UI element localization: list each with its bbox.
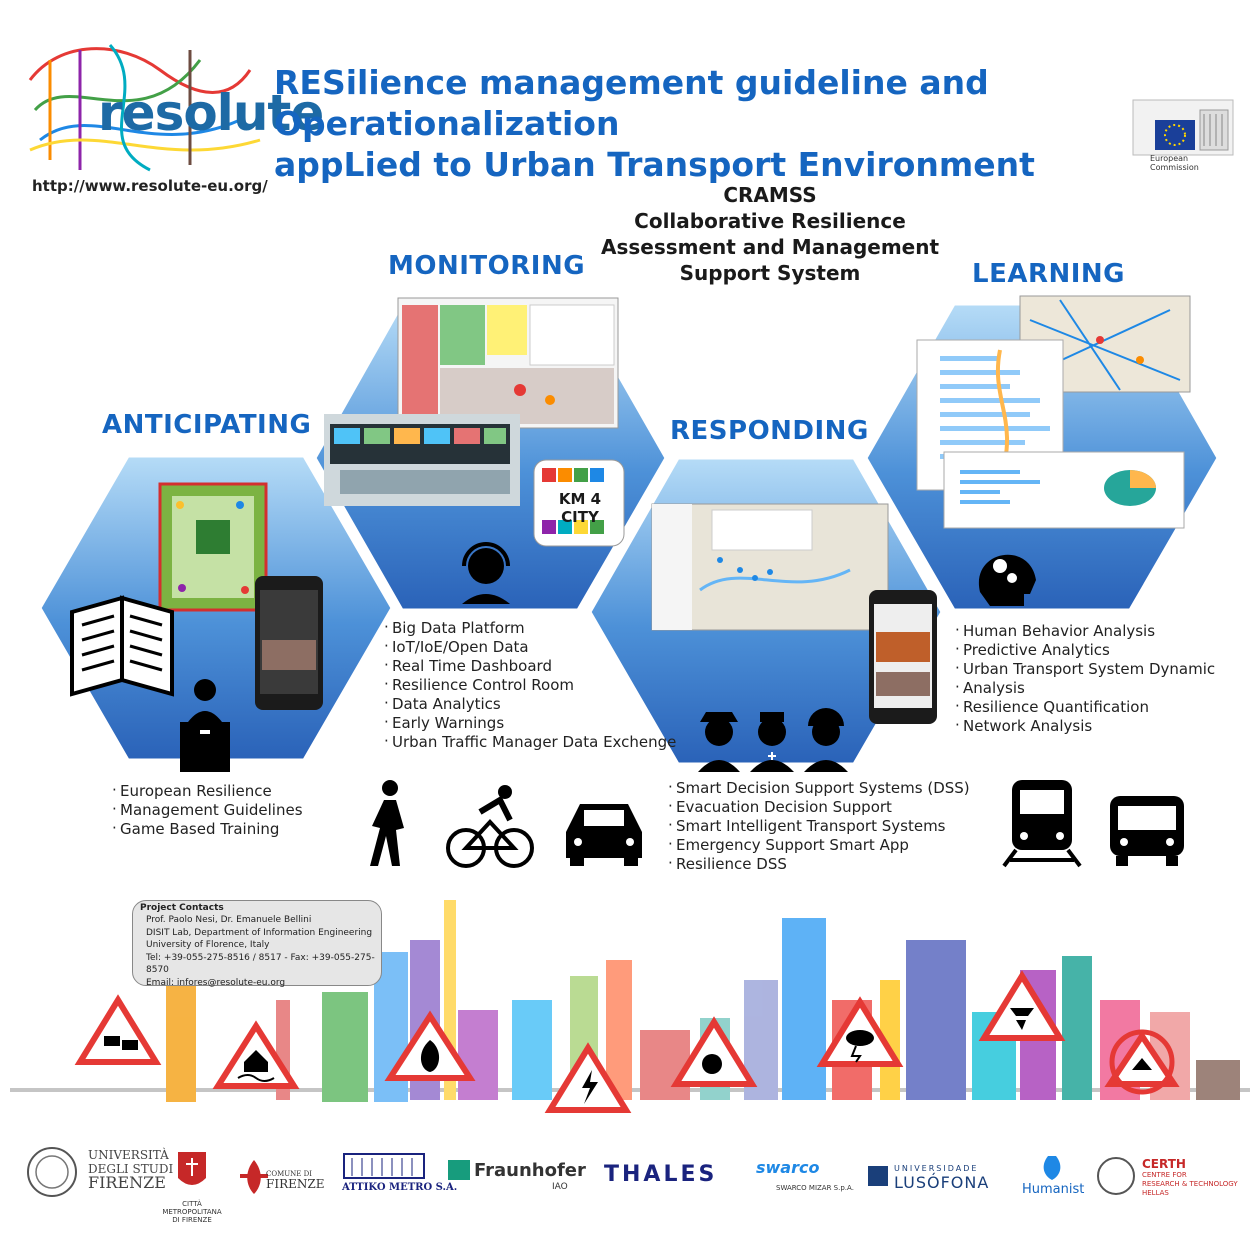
list-item: Data Analytics [384,694,676,714]
train-icon [1002,780,1082,868]
citta-metropolitana-crest-icon [178,1152,206,1185]
monitoring-bullets: Big Data Platform IoT/IoE/Open Data Real… [384,618,676,752]
heading-responding: RESPONDING [670,416,869,446]
fraunhofer-mark-icon [448,1160,470,1180]
heading-learning: LEARNING [972,259,1126,289]
list-item: Evacuation Decision Support [668,797,970,817]
list-item: Resilience DSS [668,854,970,874]
board-game-image [158,482,268,612]
european-commission-label: European Commission [1150,154,1199,172]
list-item: Real Time Dashboard [384,656,676,676]
page-title: RESilience management guideline and Oper… [274,62,1234,185]
website-url-link[interactable]: http://www.resolute-eu.org/ [32,177,268,195]
responding-bullets: Smart Decision Support Systems (DSS) Eva… [668,778,970,874]
list-item: Resilience Control Room [384,675,676,695]
sponsor-thales: THALES [604,1162,718,1187]
project-contacts-title: Project Contacts [140,903,224,913]
km4city-badge-label: KM 4 CITY [558,490,602,526]
european-commission-logo-icon [1132,99,1234,156]
police-officer-icon [698,712,740,772]
sponsor-citta-metropolitana: CITTÀ METROPOLITANA DI FIRENZE [162,1200,222,1224]
sponsor-unifi: UNIVERSITÀ DEGLI STUDI FIRENZE [88,1148,174,1192]
sponsor-fraunhofer-iao: IAO [552,1182,568,1192]
attiko-metro-building-icon [343,1153,425,1179]
list-item: Early Warnings [384,713,676,733]
list-item: Predictive Analytics [955,640,1215,660]
speaker-podium-icon [180,679,230,772]
sponsor-comune-firenze: COMUNE DI FIRENZE [266,1170,325,1191]
bicycle-icon [446,785,534,868]
list-item: Urban Transport System Dynamic [955,659,1215,679]
phone-image-anticipating [255,576,323,710]
map-screenshot-image [651,503,889,631]
sponsor-certh: CERTH CENTRE FOR RESEARCH & TECHNOLOGY H… [1142,1157,1238,1198]
title-line-1: RESilience management guideline and Oper… [274,63,989,143]
logo-metro-lines-icon [28,44,261,172]
sponsor-fraunhofer: Fraunhofer [474,1160,586,1181]
project-contacts-lines: Prof. Paolo Nesi, Dr. Emanuele Bellini D… [146,914,386,989]
resolute-logo: resolute [98,84,324,142]
list-item: Management Guidelines [112,800,303,820]
list-item: Game Based Training [112,819,303,839]
sponsor-lusofona: UNIVERSIDADE LUSÓFONA [894,1164,990,1192]
learning-bullets: Human Behavior Analysis Predictive Analy… [955,621,1215,736]
control-room-image [324,414,520,506]
tornado-warning-icon [978,970,1066,1041]
certh-seal-icon [1097,1157,1135,1195]
sponsor-swarco-mizar: SWARCO MIZAR S.p.A. [776,1184,854,1192]
sponsor-swarco: swarco [756,1158,820,1177]
list-item: Big Data Platform [384,618,676,638]
pedestrian-icon [370,780,404,866]
car-icon [566,804,642,866]
humanist-mark-icon [1043,1156,1061,1180]
bar-pie-chart-image [943,451,1185,529]
sponsor-attiko-metro: ATTIKO METRO S.A. [342,1182,458,1193]
project-contacts-box [132,900,382,986]
operator-headset-icon [462,542,510,604]
dashboard-screenshot-image [397,297,619,429]
heading-monitoring: MONITORING [388,251,586,281]
car-accident-warning-icon [74,994,162,1065]
title-line-2: appLied to Urban Transport Environment [274,145,1035,184]
lusofona-mark-icon [868,1166,888,1186]
list-item: Human Behavior Analysis [955,621,1215,641]
florence-lily-icon [240,1160,268,1194]
phone-image-responding [869,590,937,724]
list-item: Smart Intelligent Transport Systems [668,816,970,836]
earthquake-warning-icon [1104,1029,1180,1095]
list-item: Urban Traffic Manager Data Exchenge [384,732,676,752]
list-item: IoT/IoE/Open Data [384,637,676,657]
sponsor-humanist: Humanist [1022,1182,1085,1197]
list-item: Emergency Support Smart App [668,835,970,855]
human-brain-gears-icon [978,554,1036,606]
anticipating-bullets: European Resilience Management Guideline… [112,781,303,839]
list-item: Resilience Quantification [955,697,1215,717]
open-book-icon [70,595,174,697]
bomb-warning-icon [670,1016,758,1087]
storm-warning-icon [816,996,904,1067]
cramss-title: CRAMSS Collaborative Resilience Assessme… [600,183,940,285]
list-item: European Resilience [112,781,303,801]
heading-anticipating: ANTICIPATING [102,410,312,440]
contact-email-link[interactable]: Email: infores@resolute-eu.org [146,977,286,988]
flood-warning-icon [212,1020,300,1089]
fire-warning-icon [384,1010,476,1081]
unifi-seal-icon [27,1147,77,1197]
list-item: Network Analysis [955,716,1215,736]
electric-hazard-warning-icon [544,1042,632,1113]
firefighter-icon [804,708,848,772]
doctor-icon [750,712,794,772]
list-item: Smart Decision Support Systems (DSS) [668,778,970,798]
list-item: Analysis [955,678,1215,698]
bus-icon [1110,796,1184,866]
km4city-logo-icon [533,459,625,547]
